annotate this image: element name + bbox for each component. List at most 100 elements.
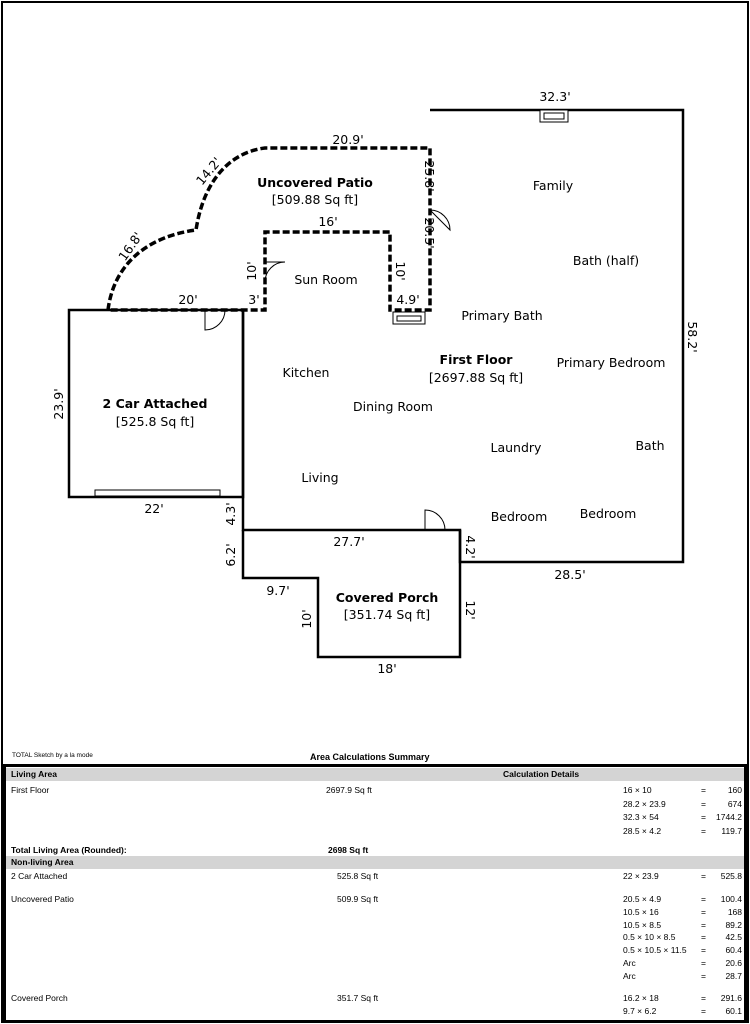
equals: = [701,920,706,930]
calc-formula: Arc [623,971,636,981]
equals: = [701,958,706,968]
nonliving-heading: Non-living Area [11,857,74,867]
equals: = [701,932,706,942]
calc-value: 42.5 [725,932,742,942]
living-area-header: Living Area Calculation Details [6,768,744,781]
dimension-label: 23.9' [51,388,66,419]
door-porch-icon [424,509,446,531]
calc-value: 100.4 [720,894,742,904]
equals: = [701,894,706,904]
dimension-label: 4.9' [396,292,419,307]
dimension-label: 4.3' [223,502,238,525]
garage-door [94,489,221,497]
first-floor-name: First Floor [440,352,514,367]
dimension-label: 16' [318,214,337,229]
dimension-label: 20.9' [332,132,363,147]
calc-formula: 16 × 10 [623,785,652,795]
porch-area: [351.74 Sq ft] [344,607,430,622]
row-area: 509.9 Sq ft [337,894,379,904]
row-area: 525.8 Sq ft [337,871,379,881]
room-label: Sun Room [294,272,357,287]
total-living-value: 2698 Sq ft [328,845,369,855]
equals: = [701,826,706,836]
row-label: Covered Porch [11,993,68,1003]
calc-value: 89.2 [725,920,742,930]
total-living-label: Total Living Area (Rounded): [11,845,127,855]
sketch-credit: TOTAL Sketch by a la mode [12,752,93,759]
calc-formula: 16.2 × 18 [623,993,659,1003]
equals: = [701,971,706,981]
floor-plan: Uncovered Patio [509.88 Sq ft] First Flo… [51,89,700,676]
dimension-label: 16.8' [115,229,145,263]
dimension-label: 32.3' [539,89,570,104]
porch-name: Covered Porch [336,590,439,605]
room-label: Family [533,178,574,193]
dimension-label: 25.8' [422,160,437,191]
dimension-label: 22' [144,501,163,516]
area-calculations-table: Living Area Calculation Details First Fl… [3,764,747,1023]
patio-name: Uncovered Patio [257,175,373,190]
dimension-label: 18' [377,661,396,676]
room-label: Living [301,470,338,485]
dimension-label: 4.2' [463,535,478,558]
first-floor-area: [2697.88 Sq ft] [429,370,523,385]
calc-formula: 0.5 × 10 × 8.5 [623,932,676,942]
equals: = [701,907,706,917]
equals: = [701,799,706,809]
calc-value: 60.1 [725,1006,742,1016]
calc-value: 160 [727,785,742,795]
calc-formula: 9.7 × 6.2 [623,1006,657,1016]
equals: = [701,785,706,795]
porch-outline [241,530,462,659]
calc-formula: 32.3 × 54 [623,812,659,822]
calc-formula: 10.5 × 16 [623,907,659,917]
dimension-label: 27.7' [333,534,364,549]
door-sunroom-icon [264,261,286,283]
summary-title: Area Calculations Summary [310,752,430,762]
equals: = [701,812,706,822]
dimension-label: 9.7' [266,583,289,598]
room-label: Dining Room [353,399,433,414]
row-label: First Floor [11,785,50,795]
dimension-label: 20' [178,292,197,307]
equals: = [701,993,706,1003]
calc-value: 525.8 [720,871,742,881]
calc-formula: 28.2 × 23.9 [623,799,666,809]
calc-formula: 20.5 × 4.9 [623,894,662,904]
dimension-label: 20.5' [422,217,437,248]
equals: = [701,1006,706,1016]
nonliving-area-header: Non-living Area [6,856,744,869]
equals: = [701,871,706,881]
garage-area: [525.8 Sq ft] [116,414,194,429]
door-family-icon [429,209,451,232]
dimension-label: 3' [248,292,259,307]
calc-value: 60.4 [725,945,742,955]
calc-value: 168 [727,907,742,917]
row-area: 351.7 Sq ft [337,993,379,1003]
dimension-label: 58.2' [685,321,700,352]
calc-value: 20.6 [725,958,742,968]
room-label: Kitchen [283,365,330,380]
calc-formula: Arc [623,958,636,968]
row-area: 2697.9 Sq ft [326,785,372,795]
calc-formula: 22 × 23.9 [623,871,659,881]
garage-name: 2 Car Attached [103,396,208,411]
calculation-details-heading: Calculation Details [503,769,580,779]
equals: = [701,945,706,955]
dimension-label: 10' [393,261,408,280]
room-label: Bedroom [491,509,548,524]
row-label: Uncovered Patio [11,894,74,904]
calc-formula: 0.5 × 10.5 × 11.5 [623,945,687,955]
room-label: Primary Bath [461,308,542,323]
room-label: Primary Bedroom [557,355,666,370]
patio-area: [509.88 Sq ft] [272,192,358,207]
calc-value: 291.6 [720,993,742,1003]
room-label: Bath (half) [573,253,639,268]
dimension-label: 10' [299,609,314,628]
dimension-label: 28.5' [554,567,585,582]
row-label: 2 Car Attached [11,871,68,881]
patio-outline [106,146,432,312]
calc-value: 119.7 [721,826,742,836]
calc-formula: 28.5 × 4.2 [623,826,662,836]
room-label: Laundry [491,440,543,455]
